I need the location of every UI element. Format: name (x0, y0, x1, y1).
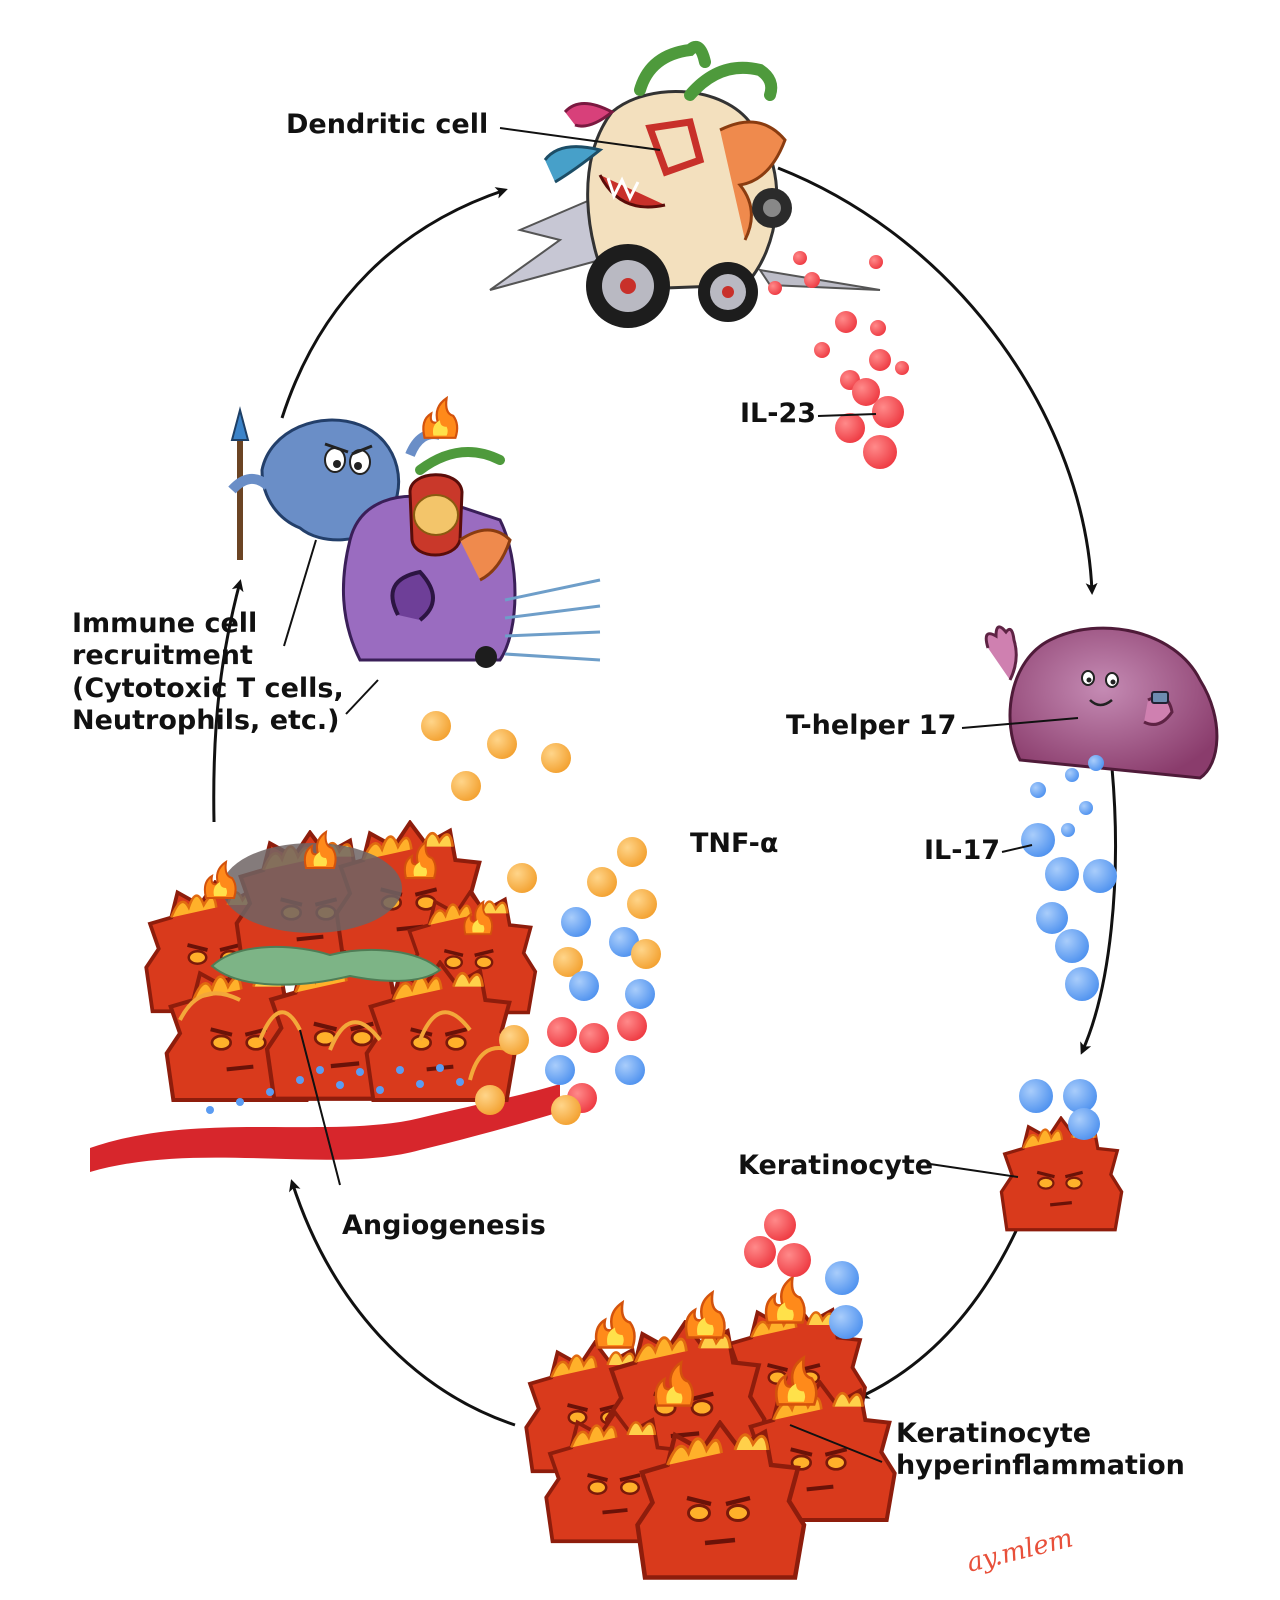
arrow-hyper-to-angiogenesis (289, 1179, 516, 1427)
extravasated-blue-dots (206, 1064, 464, 1114)
il23-cytokine-dots (768, 251, 909, 469)
hyperinflammation-leader-line (789, 1424, 883, 1463)
keratinocyte-leader-line (929, 1163, 1019, 1178)
recruitment-line-4: Neutrophils, etc.) (72, 705, 340, 737)
il17-leader-line (1001, 844, 1033, 853)
il17-cytokine-dots (1021, 755, 1117, 1001)
recruitment-line-3: (Cytotoxic T cells, (72, 672, 344, 704)
dendritic-leader-line (499, 127, 661, 151)
t-helper-17-cell-icon (984, 625, 1219, 780)
t-helper-17-label: T-helper 17 (786, 710, 957, 741)
il23-label: IL-23 (740, 398, 817, 429)
recruitment-leader-line-1 (283, 539, 317, 647)
keratinocyte-cell-icon (999, 1079, 1124, 1232)
t-cell-warrior-icon (228, 396, 459, 560)
arrow-recruitment-to-dc (280, 187, 508, 419)
il23-leader-line (817, 413, 877, 417)
neutrophil-icon (341, 447, 601, 668)
hyperinflammation-line-2: hyperinflammation (896, 1450, 1185, 1482)
t-helper-17-leader-line (961, 717, 1079, 729)
arrow-dc-to-th17 (777, 166, 1098, 595)
immune-cell-recruitment-label: Immune cell recruitment (Cytotoxic T cel… (72, 608, 344, 738)
angiogenesis-leader-line (299, 1029, 341, 1186)
hyperinflammation-line-1: Keratinocyte (896, 1418, 1092, 1449)
keratinocyte-label: Keratinocyte (738, 1150, 934, 1181)
recruitment-line-2: recruitment (72, 640, 253, 672)
recruitment-line-1: Immune cell (72, 608, 258, 639)
keratinocyte-cluster-icon (524, 1209, 897, 1578)
keratinocyte-hyperinflammation-label: Keratinocyte hyperinflammation (896, 1418, 1185, 1483)
cycle-arrows (212, 166, 1117, 1427)
il17-label: IL-17 (924, 835, 1001, 866)
arrow-th17-to-keratinocyte (1080, 767, 1117, 1055)
arrow-tissue-to-recruitment (212, 579, 244, 823)
recruitment-leader-line-2 (345, 679, 379, 715)
arrow-keratinocyte-to-hyper (857, 1217, 1024, 1399)
tnf-alpha-label: TNF-α (690, 828, 779, 859)
dendritic-cell-icon (489, 41, 881, 328)
inflamed-tissue-icon (90, 820, 560, 1172)
angiogenesis-label: Angiogenesis (342, 1210, 546, 1241)
dendritic-cell-label: Dendritic cell (286, 109, 489, 140)
tnf-alpha-cytokine-dots (421, 711, 661, 1125)
